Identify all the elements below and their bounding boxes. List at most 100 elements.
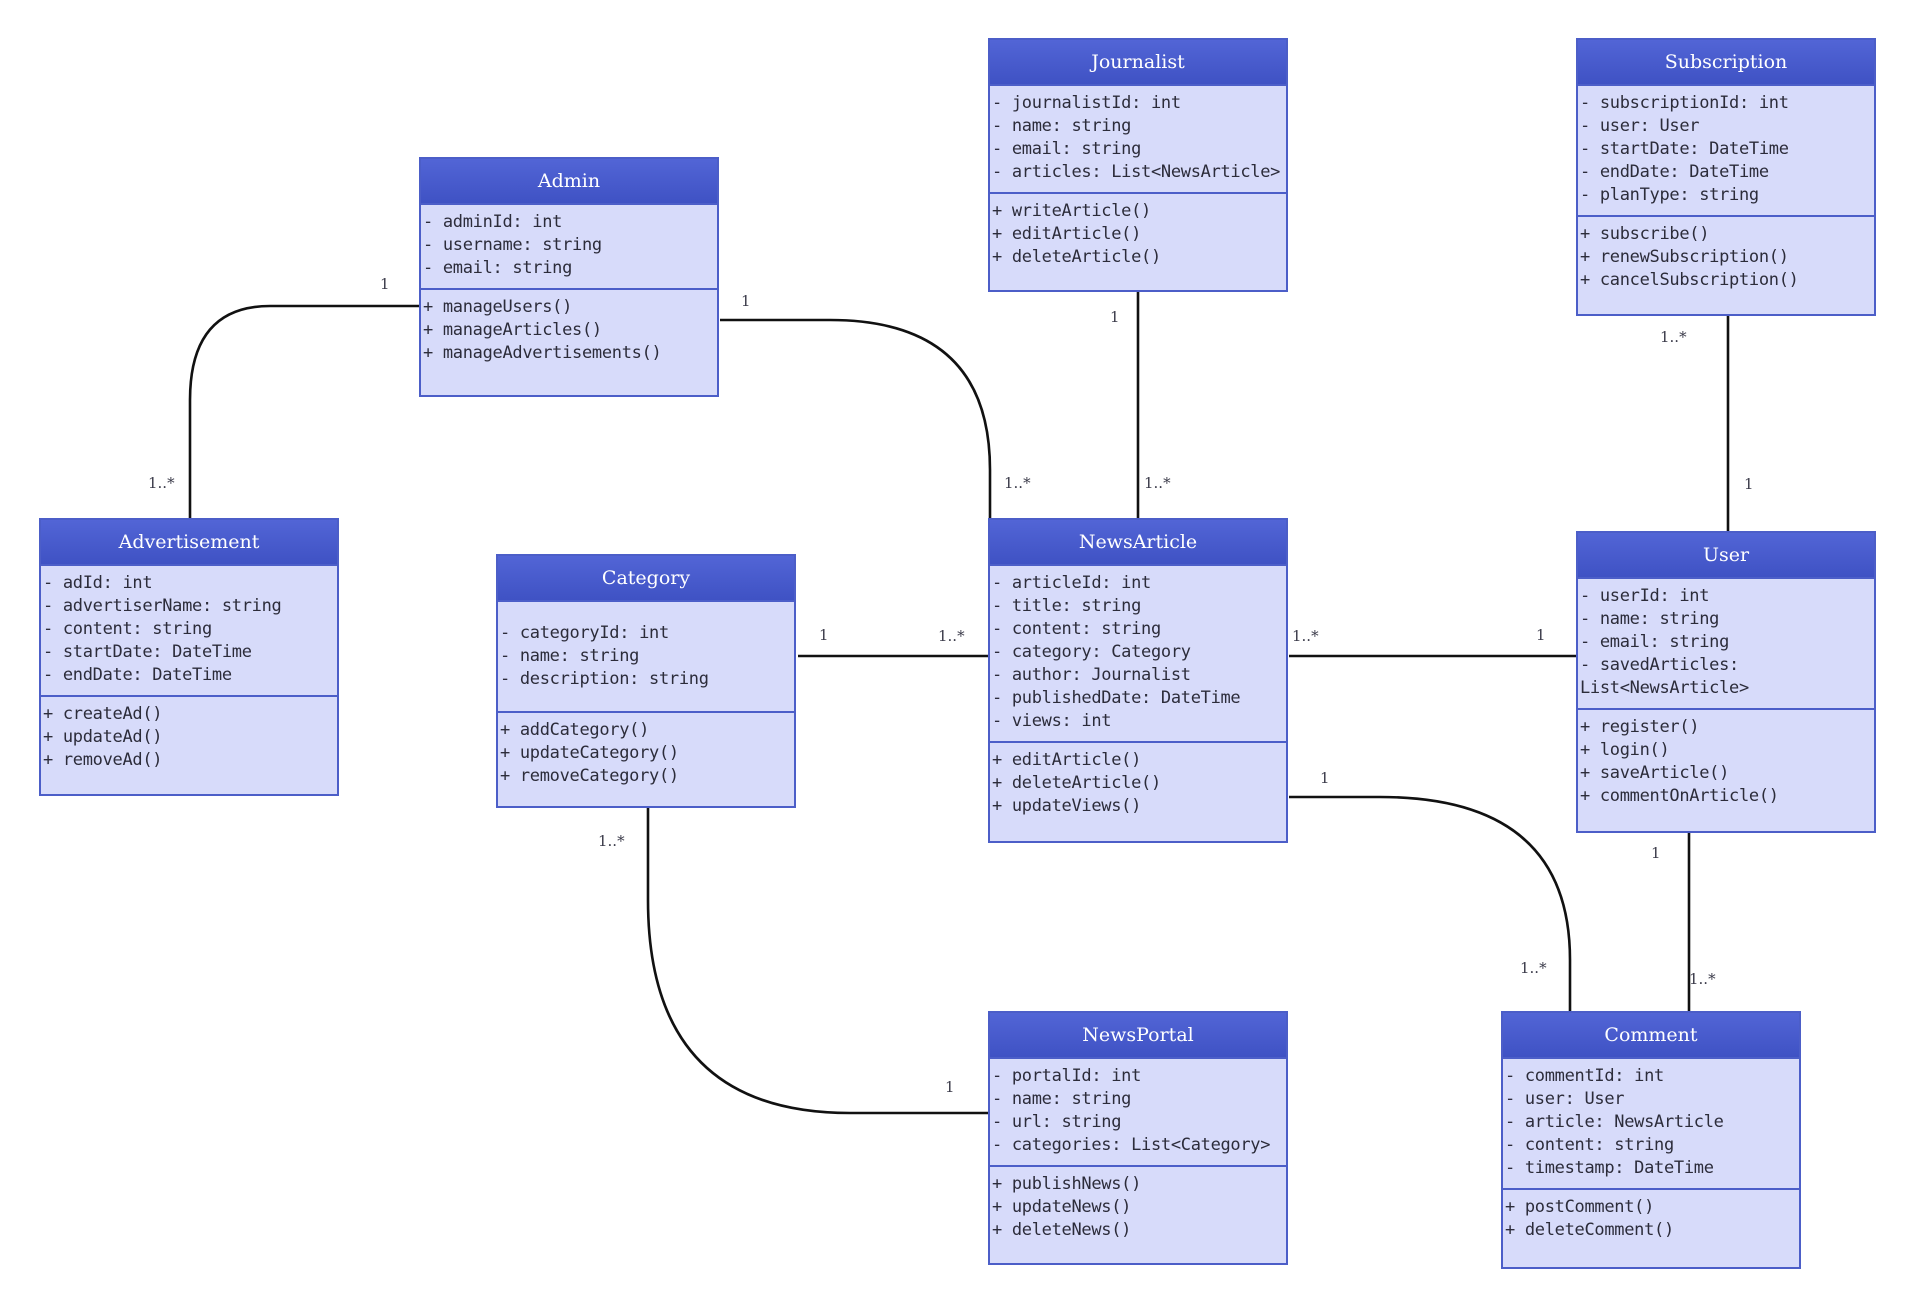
multiplicity-label: 1..* <box>598 832 625 850</box>
operation: + updateAd() <box>43 727 163 747</box>
multiplicity-label: 1 <box>741 292 751 310</box>
attribute: - email: string <box>423 258 573 278</box>
multiplicity-label: 1 <box>1651 844 1661 862</box>
attribute: - savedArticles: List<NewsArticle> <box>1580 655 1749 698</box>
attribute: - journalistId: int <box>992 93 1181 113</box>
class-comment[interactable]: Comment - commentId: int - user: User - … <box>1501 1011 1801 1269</box>
operation: + commentOnArticle() <box>1580 786 1779 806</box>
attributes-compartment: - articleId: int - title: string - conte… <box>990 566 1286 743</box>
attribute: - username: string <box>423 235 602 255</box>
operation: + subscribe() <box>1580 224 1710 244</box>
attribute: - endDate: DateTime <box>43 665 232 685</box>
multiplicity-label: 1 <box>1320 769 1330 787</box>
operation: + login() <box>1580 740 1670 760</box>
class-title: Comment <box>1503 1013 1799 1059</box>
attribute: - startDate: DateTime <box>43 642 252 662</box>
operation: + register() <box>1580 717 1700 737</box>
attribute: - commentId: int <box>1505 1066 1664 1086</box>
multiplicity-label: 1..* <box>938 627 965 645</box>
class-newsarticle[interactable]: NewsArticle - articleId: int - title: st… <box>988 518 1288 843</box>
attribute: - name: string <box>1580 609 1720 629</box>
class-subscription[interactable]: Subscription - subscriptionId: int - use… <box>1576 38 1876 316</box>
operations-compartment: + editArticle() + deleteArticle() + upda… <box>990 743 1286 826</box>
operations-compartment: + addCategory() + updateCategory() + rem… <box>498 713 794 796</box>
multiplicity-label: 1 <box>1110 308 1120 326</box>
class-advertisement[interactable]: Advertisement - adId: int - advertiserNa… <box>39 518 339 796</box>
operation: + deleteNews() <box>992 1220 1132 1240</box>
attributes-compartment: - commentId: int - user: User - article:… <box>1503 1059 1799 1190</box>
operations-compartment: + register() + login() + saveArticle() +… <box>1578 710 1874 816</box>
attribute: - categories: List<Category> <box>992 1135 1271 1155</box>
operation: + updateViews() <box>992 796 1142 816</box>
operations-compartment: + publishNews() + updateNews() + deleteN… <box>990 1167 1286 1250</box>
attribute: - email: string <box>1580 632 1730 652</box>
attributes-compartment: - portalId: int - name: string - url: st… <box>990 1059 1286 1167</box>
operation: + editArticle() <box>992 750 1142 770</box>
attribute: - publishedDate: DateTime <box>992 688 1241 708</box>
attribute: - advertiserName: string <box>43 596 282 616</box>
multiplicity-label: 1 <box>945 1078 955 1096</box>
attribute: - views: int <box>992 711 1112 731</box>
attribute: - content: string <box>43 619 212 639</box>
attribute: - categoryId: int <box>500 623 669 643</box>
edge-admin-advertisement <box>188 304 419 518</box>
class-title: Advertisement <box>41 520 337 566</box>
multiplicity-label: 1 <box>1536 626 1546 644</box>
operation: + publishNews() <box>992 1174 1142 1194</box>
multiplicity-label: 1 <box>380 275 390 293</box>
operation: + removeAd() <box>43 750 163 770</box>
class-title: Subscription <box>1578 40 1874 86</box>
operation: + writeArticle() <box>992 201 1151 221</box>
attribute: - article: NewsArticle <box>1505 1112 1724 1132</box>
operation: + removeCategory() <box>500 766 679 786</box>
operation: + deleteComment() <box>1505 1220 1674 1240</box>
attribute: - user: User <box>1580 116 1700 136</box>
multiplicity-label: 1..* <box>1689 970 1716 988</box>
attributes-compartment: - adId: int - advertiserName: string - c… <box>41 566 337 697</box>
attribute: - articles: List<NewsArticle> <box>992 162 1281 182</box>
class-title: NewsPortal <box>990 1013 1286 1059</box>
attribute: - description: string <box>500 669 709 689</box>
class-title: Journalist <box>990 40 1286 86</box>
operation: + editArticle() <box>992 224 1142 244</box>
operations-compartment: + createAd() + updateAd() + removeAd() <box>41 697 337 780</box>
operation: + saveArticle() <box>1580 763 1730 783</box>
multiplicity-label: 1 <box>819 626 829 644</box>
attributes-compartment: - journalistId: int - name: string - ema… <box>990 86 1286 194</box>
attribute: - name: string <box>500 646 640 666</box>
attribute: - userId: int <box>1580 586 1710 606</box>
class-title: NewsArticle <box>990 520 1286 566</box>
class-newsportal[interactable]: NewsPortal - portalId: int - name: strin… <box>988 1011 1288 1265</box>
class-user[interactable]: User - userId: int - name: string - emai… <box>1576 531 1876 833</box>
operation: + updateNews() <box>992 1197 1132 1217</box>
class-title: User <box>1578 533 1874 579</box>
attribute: - name: string <box>992 1089 1132 1109</box>
attribute: - timestamp: DateTime <box>1505 1158 1714 1178</box>
class-admin[interactable]: Admin - adminId: int - username: string … <box>419 157 719 397</box>
operation: + deleteArticle() <box>992 247 1161 267</box>
attributes-compartment: - adminId: int - username: string - emai… <box>421 205 717 290</box>
class-category[interactable]: Category - categoryId: int - name: strin… <box>496 554 796 808</box>
operation: + manageAdvertisements() <box>423 343 662 363</box>
operation: + deleteArticle() <box>992 773 1161 793</box>
operations-compartment: + writeArticle() + editArticle() + delet… <box>990 194 1286 277</box>
multiplicity-label: 1..* <box>1004 474 1031 492</box>
attribute: - category: Category <box>992 642 1191 662</box>
attribute: - content: string <box>1505 1135 1674 1155</box>
attribute: - name: string <box>992 116 1132 136</box>
multiplicity-label: 1..* <box>1660 328 1687 346</box>
attribute: - startDate: DateTime <box>1580 139 1789 159</box>
attribute: - adId: int <box>43 573 153 593</box>
operation: + manageUsers() <box>423 297 573 317</box>
operation: + cancelSubscription() <box>1580 270 1799 290</box>
attribute: - url: string <box>992 1112 1122 1132</box>
edge-admin-newsarticle <box>720 318 992 520</box>
attributes-compartment: - userId: int - name: string - email: st… <box>1578 579 1874 710</box>
class-journalist[interactable]: Journalist - journalistId: int - name: s… <box>988 38 1288 292</box>
attribute: - user: User <box>1505 1089 1625 1109</box>
operation: + createAd() <box>43 704 163 724</box>
edge-category-newsportal <box>646 806 988 1115</box>
multiplicity-label: 1..* <box>1292 627 1319 645</box>
attribute: - portalId: int <box>992 1066 1142 1086</box>
